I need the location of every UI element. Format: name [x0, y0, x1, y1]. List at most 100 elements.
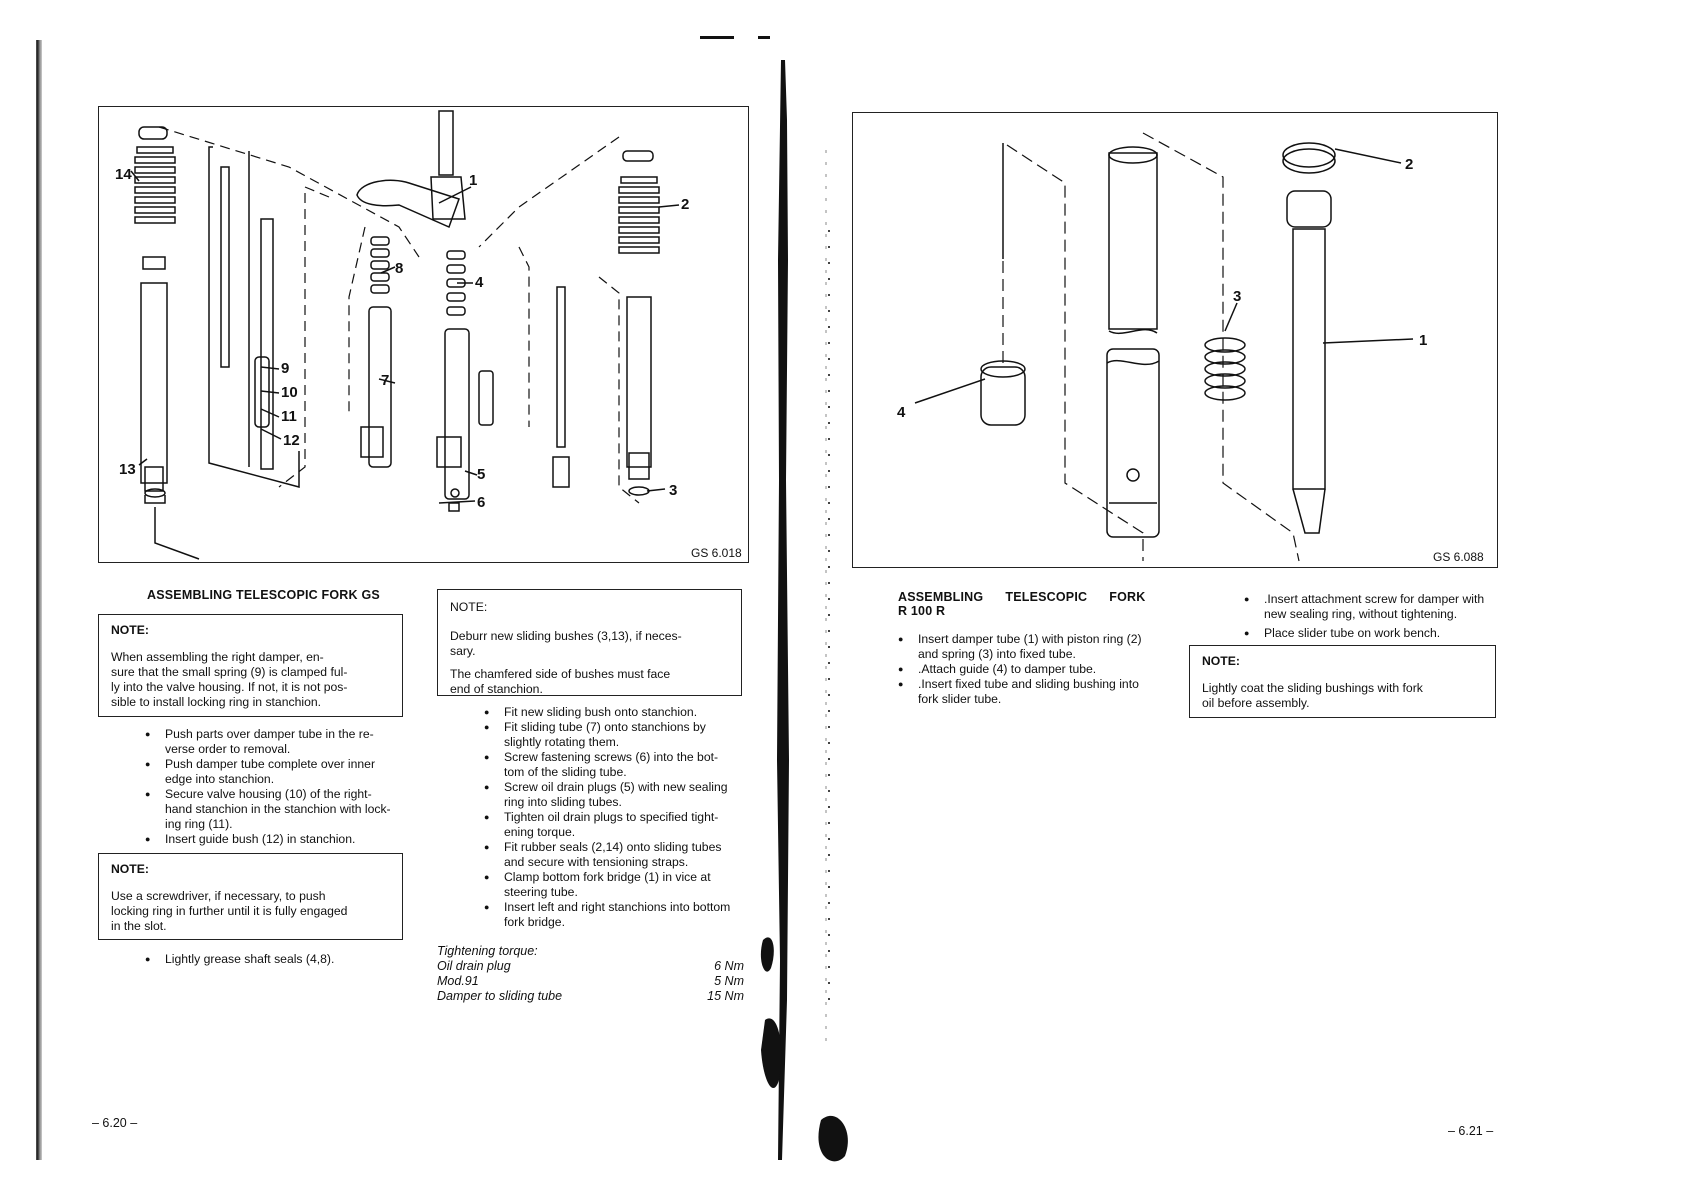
list-item-line: Lightly grease shaft seals (4,8). — [165, 952, 335, 966]
note-line: sure that the small spring (9) is clampe… — [111, 665, 348, 679]
binding-gutter — [777, 60, 789, 1160]
bullet-list-1: Push parts over damper tube in the re-ve… — [145, 727, 410, 847]
list-item: Insert damper tube (1) with piston ring … — [898, 632, 1163, 662]
list-item: Tighten oil drain plugs to specified tig… — [484, 810, 746, 840]
note-line: ly into the valve housing. If not, it is… — [111, 680, 348, 694]
note-line: sary. — [450, 644, 476, 658]
top-mark-2 — [758, 36, 770, 39]
list-item-line: ring into sliding tubes. — [504, 795, 622, 809]
scan-edge-shadow — [36, 40, 42, 1160]
list-item: Push parts over damper tube in the re-ve… — [145, 727, 410, 757]
torque-value: 15 Nm — [707, 989, 744, 1003]
list-item-line: fork slider tube. — [918, 692, 1002, 706]
bullet-list-2: Lightly grease shaft seals (4,8). — [145, 952, 410, 967]
list-item-line: fork bridge. — [504, 915, 565, 929]
torque-value: 5 Nm — [714, 974, 744, 988]
callout-12: 12 — [283, 432, 300, 449]
list-item: Push damper tube complete over inneredge… — [145, 757, 410, 787]
rubber-boot-right — [618, 150, 660, 254]
list-item: Fit new sliding bush onto stanchion. — [484, 705, 746, 720]
list-item: Screw oil drain plugs (5) with new seali… — [484, 780, 746, 810]
note-box-1: NOTE: When assembling the right damper, … — [98, 614, 403, 717]
figure-fork-gs: 1 2 3 4 5 6 7 8 9 10 11 12 13 14 GS 6.01… — [98, 106, 749, 563]
list-item: Fit sliding tube (7) onto stanchions bys… — [484, 720, 746, 750]
callout-4: 4 — [475, 274, 484, 291]
list-item-line: Tighten oil drain plugs to specified tig… — [504, 810, 719, 824]
page-number-left: – 6.20 – — [92, 1116, 138, 1130]
exploded-diagram-fork-r100r: 1 2 3 4 GS 6.088 — [897, 132, 1484, 564]
figure-caption-gs-6088: GS 6.088 — [1433, 550, 1484, 564]
heading-line: ASSEMBLING TELESCOPIC FORK — [898, 590, 1146, 604]
callout-13: 13 — [119, 461, 136, 478]
list-item-line: Insert left and right stanchions into bo… — [504, 900, 731, 914]
page-number-right: – 6.21 – — [1448, 1124, 1494, 1138]
note-box-r: NOTE: Lightly coat the sliding bushings … — [1189, 645, 1496, 718]
note-line: end of stanchion. — [450, 682, 543, 696]
heading-assembling-fork-gs: ASSEMBLING TELESCOPIC FORK GS — [147, 588, 380, 602]
list-item-line: Push damper tube complete over inner — [165, 757, 376, 771]
note-paragraph-1: Deburr new sliding bushes (3,13), if nec… — [450, 629, 729, 659]
note-line: sible to install locking ring in stanchi… — [111, 695, 322, 709]
seal-stack-4 — [446, 250, 466, 316]
list-item-line: Fit sliding tube (7) onto stanchions by — [504, 720, 706, 734]
list-item-line: verse order to removal. — [165, 742, 291, 756]
note-line: oil before assembly. — [1202, 696, 1310, 710]
callout-2: 2 — [681, 196, 689, 213]
list-item: Insert left and right stanchions into bo… — [484, 900, 746, 930]
list-item-line: Place slider tube on work bench. — [1264, 626, 1441, 640]
list-item: Secure valve housing (10) of the right-h… — [145, 787, 410, 832]
exploded-diagram-fork-gs: 1 2 3 4 5 6 7 8 9 10 11 12 13 14 GS 6.01… — [115, 110, 742, 560]
callout-10: 10 — [281, 384, 298, 401]
list-item-line: Clamp bottom fork bridge (1) in vice at — [504, 870, 711, 884]
callout-11: 11 — [281, 408, 297, 425]
torque-label: Mod.91 — [437, 974, 479, 988]
figure-fork-r100r: 1 2 3 4 GS 6.088 — [852, 112, 1498, 568]
list-item-line: slightly rotating them. — [504, 735, 620, 749]
list-item-line: Insert damper tube (1) with piston ring … — [918, 632, 1142, 646]
note-line: locking ring in further until it is full… — [111, 904, 348, 918]
note-line: Deburr new sliding bushes (3,13), if nec… — [450, 629, 682, 643]
note-line: Use a screwdriver, if necessary, to push — [111, 889, 326, 903]
note-line: Lightly coat the sliding bushings with f… — [1202, 681, 1423, 695]
note-title: NOTE: — [450, 600, 488, 614]
callout-4: 4 — [897, 404, 906, 421]
gutter-speckle — [825, 150, 830, 1050]
list-item-line: Screw fastening screws (6) into the bot- — [504, 750, 719, 764]
list-item-line: Insert guide bush (12) in stanchion. — [165, 832, 356, 846]
list-item: .Insert attachment screw for damper with… — [1244, 592, 1509, 622]
list-item-line: Fit new sliding bush onto stanchion. — [504, 705, 698, 719]
callout-3: 3 — [669, 482, 677, 499]
callout-6: 6 — [477, 494, 485, 511]
note-line: in the slot. — [111, 919, 167, 933]
list-item: .Attach guide (4) to damper tube. — [898, 662, 1163, 677]
bullet-list-r2: .Insert attachment screw for damper with… — [1244, 592, 1509, 641]
note-line: The chamfered side of bushes must face — [450, 667, 671, 681]
callout-3: 3 — [1233, 288, 1241, 305]
list-item-line: hand stanchion in the stanchion with loc… — [165, 802, 391, 816]
torque-row: Mod.91 5 Nm — [437, 974, 744, 989]
note-title: NOTE: — [111, 623, 149, 637]
callout-1: 1 — [469, 172, 477, 189]
top-mark — [700, 36, 734, 39]
rubber-boot-left — [134, 146, 176, 224]
callout-14: 14 — [115, 166, 132, 183]
torque-value: 6 Nm — [714, 959, 744, 973]
list-item-line: Push parts over damper tube in the re- — [165, 727, 374, 741]
note-title: NOTE: — [1202, 654, 1240, 668]
bullet-list-r1: Insert damper tube (1) with piston ring … — [898, 632, 1163, 707]
heading-assembling-fork-r100r: ASSEMBLING TELESCOPIC FORK R 100 R — [898, 590, 1158, 618]
list-item: Clamp bottom fork bridge (1) in vice ats… — [484, 870, 746, 900]
list-item-line: edge into stanchion. — [165, 772, 275, 786]
list-item-line: Secure valve housing (10) of the right- — [165, 787, 372, 801]
note-box-2: NOTE: Use a screwdriver, if necessary, t… — [98, 853, 403, 940]
list-item-line: .Insert attachment screw for damper with — [1264, 592, 1485, 606]
spring-3 — [1204, 337, 1246, 401]
list-item-line: and secure with tensioning straps. — [504, 855, 689, 869]
list-item-line: ening torque. — [504, 825, 576, 839]
list-item-line: tom of the sliding tube. — [504, 765, 627, 779]
note-paragraph-2: The chamfered side of bushes must face e… — [450, 667, 729, 697]
seal-stack-8 — [370, 236, 390, 294]
